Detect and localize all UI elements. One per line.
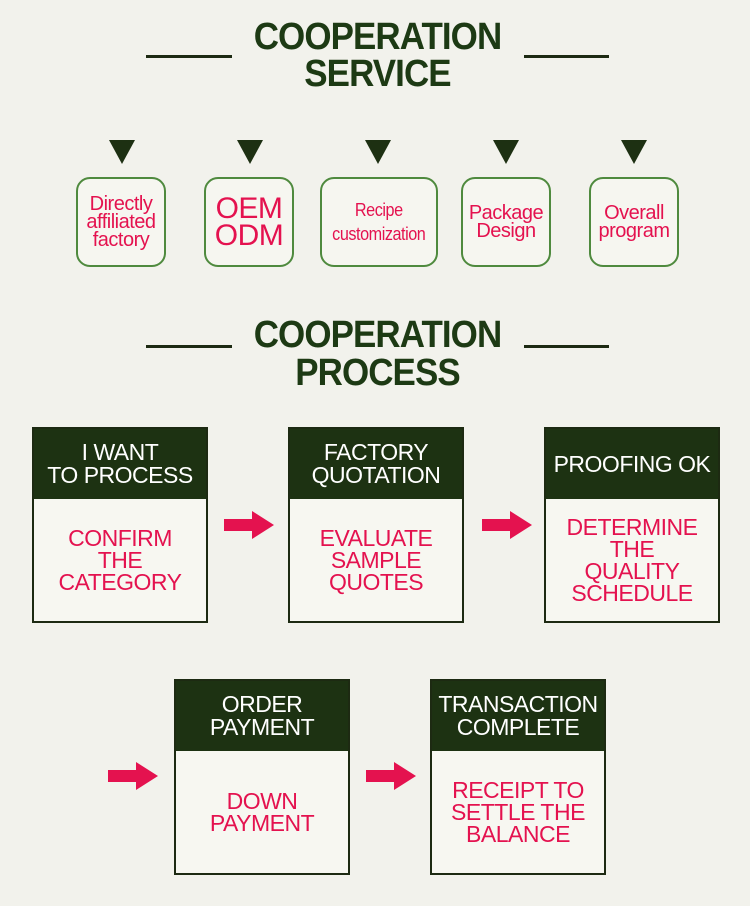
triangle-down-icon: [237, 140, 263, 164]
triangle-down-icon: [109, 140, 135, 164]
process-step-header-text: FACTORY: [323, 439, 429, 465]
process-step-header: TRANSACTION COMPLETE: [432, 681, 604, 751]
process-step-body: EVALUATE SAMPLE QUOTES: [290, 499, 462, 621]
process-step-header-text: PROOFING OK: [553, 450, 711, 477]
service-item-recipe: Recipe customization: [320, 177, 438, 267]
service-item-text: factory: [92, 229, 150, 251]
service-item-text: OEM: [215, 192, 283, 225]
process-step-body-text: SAMPLE: [330, 547, 422, 573]
process-step-body: RECEIPT TO SETTLE THE BALANCE: [432, 751, 604, 873]
process-title-line2: PROCESS: [295, 352, 460, 394]
process-step-body-text: PAYMENT: [209, 810, 315, 836]
service-item-text: Overall: [604, 202, 664, 224]
service-item-text: Directly: [89, 193, 153, 215]
process-step-header-text: TRANSACTION: [438, 691, 598, 717]
process-step-header: ORDER PAYMENT: [176, 681, 348, 751]
process-step-body-text: THE: [97, 547, 143, 573]
process-step-body-text: SETTLE THE: [451, 799, 585, 825]
arrow-right-icon: [224, 511, 274, 539]
process-step-body-text: CATEGORY: [58, 569, 182, 595]
arrow-right-icon: [108, 762, 158, 790]
process-step-header-text: COMPLETE: [456, 714, 580, 740]
process-step-header-text: ORDER: [221, 691, 303, 717]
process-step-body-text: THE: [609, 536, 655, 562]
service-title-line2: SERVICE: [304, 53, 451, 95]
process-step-body-text: BALANCE: [466, 821, 570, 847]
process-step-body: DOWN PAYMENT: [176, 751, 348, 873]
service-item-text: Design: [476, 220, 536, 242]
process-step-header-text: I WANT: [81, 439, 159, 465]
triangle-down-icon: [365, 140, 391, 164]
service-item-text: affiliated: [86, 211, 156, 233]
process-step-order-payment: ORDER PAYMENT DOWN PAYMENT: [174, 679, 350, 875]
process-step-body-text: SCHEDULE: [571, 580, 693, 606]
service-item-text: Recipe: [355, 200, 403, 220]
triangle-down-icon: [621, 140, 647, 164]
process-step-body-text: QUALITY: [584, 558, 680, 584]
process-step-header: FACTORY QUOTATION: [290, 429, 462, 499]
process-step-header-text: PAYMENT: [209, 714, 315, 740]
process-step-body: CONFIRM THE CATEGORY: [34, 499, 206, 621]
process-step-header-text: QUOTATION: [311, 462, 441, 488]
service-item-text: program: [598, 220, 670, 242]
arrow-right-icon: [366, 762, 416, 790]
process-step-body: DETERMINE THE QUALITY SCHEDULE: [546, 499, 718, 621]
service-item-text: customization: [332, 224, 426, 244]
service-item-overall: Overall program: [589, 177, 679, 267]
process-step-proofing-ok: PROOFING OK DETERMINE THE QUALITY SCHEDU…: [544, 427, 720, 623]
service-title-rule-left: [146, 55, 232, 58]
process-step-body-text: DOWN: [226, 788, 298, 814]
process-step-body-text: EVALUATE: [319, 525, 433, 551]
process-step-header-text: TO PROCESS: [47, 462, 193, 488]
process-title-rule-left: [146, 345, 232, 348]
process-step-i-want-to-process: I WANT TO PROCESS CONFIRM THE CATEGORY: [32, 427, 208, 623]
process-step-body-text: CONFIRM: [68, 525, 172, 551]
service-item-oem-odm: OEM ODM: [204, 177, 294, 267]
service-title-rule-right: [524, 55, 609, 58]
service-title-line1: COOPERATION: [253, 16, 502, 58]
service-item-text: ODM: [214, 219, 284, 252]
arrow-right-icon: [482, 511, 532, 539]
process-step-transaction-complete: TRANSACTION COMPLETE RECEIPT TO SETTLE T…: [430, 679, 606, 875]
service-item-text: Package: [468, 202, 544, 224]
triangle-down-icon: [493, 140, 519, 164]
process-title-line1: COOPERATION: [253, 314, 502, 356]
process-step-header: I WANT TO PROCESS: [34, 429, 206, 499]
process-title-rule-right: [524, 345, 609, 348]
process-step-body-text: DETERMINE: [566, 514, 698, 540]
process-step-body-text: RECEIPT TO: [452, 777, 584, 803]
process-step-factory-quotation: FACTORY QUOTATION EVALUATE SAMPLE QUOTES: [288, 427, 464, 623]
process-step-header: PROOFING OK: [546, 429, 718, 499]
process-step-body-text: QUOTES: [328, 569, 424, 595]
service-item-package: Package Design: [461, 177, 551, 267]
service-item-factory: Directly affiliated factory: [76, 177, 166, 267]
